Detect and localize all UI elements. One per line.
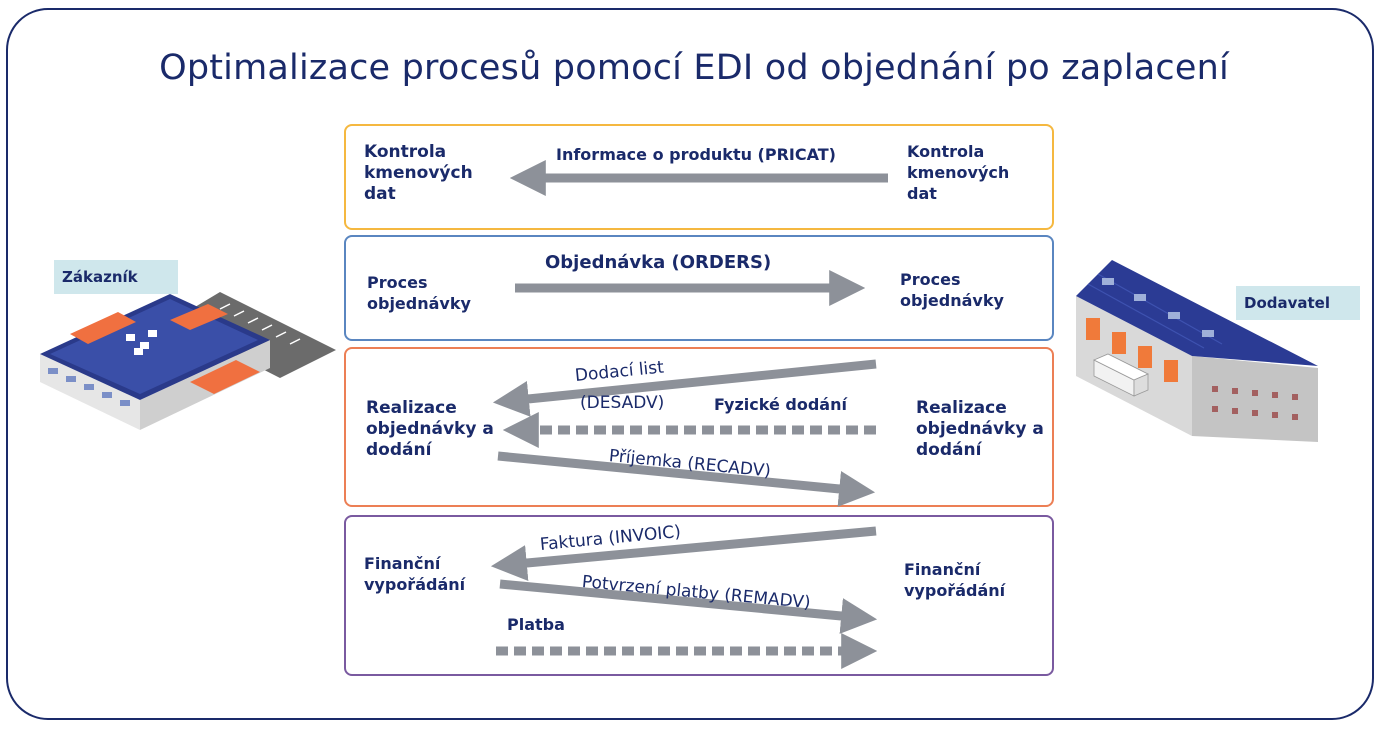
master-data-left-label: Kontrola kmenových dat bbox=[364, 142, 473, 204]
delivery-right-label: Realizace objednávky a dodání bbox=[916, 398, 1044, 460]
section-finance-box bbox=[344, 515, 1054, 676]
warehouse-building-icon bbox=[1076, 260, 1318, 442]
order-left-label: Proces objednávky bbox=[367, 273, 471, 313]
master-data-right-label: Kontrola kmenových dat bbox=[907, 142, 1010, 203]
physical-delivery-message: Fyzické dodání bbox=[714, 395, 847, 414]
invoic-arrow bbox=[490, 526, 877, 581]
page-title: Optimalizace procesů pomocí EDI od objed… bbox=[159, 48, 1229, 88]
delivery-left-label: Realizace objednávky a dodání bbox=[366, 398, 494, 460]
payment-message: Platba bbox=[507, 615, 565, 634]
order-right-label: Proces objednávky bbox=[900, 270, 1004, 310]
section-master-data-box bbox=[344, 124, 1054, 230]
desadv-code: (DESADV) bbox=[580, 393, 665, 413]
recadv-arrow bbox=[497, 451, 876, 507]
finance-left-label: Finanční vypořádání bbox=[364, 554, 466, 594]
section-delivery-box bbox=[344, 347, 1054, 507]
orders-message: Objednávka (ORDERS) bbox=[545, 252, 772, 273]
finance-right-label: Finanční vypořádání bbox=[904, 560, 1006, 600]
supplier-tag: Dodavatel bbox=[1236, 286, 1360, 320]
pricat-message: Informace o produktu (PRICAT) bbox=[556, 145, 836, 164]
warehouse-building-icon bbox=[40, 292, 336, 430]
customer-tag: Zákazník bbox=[54, 260, 178, 294]
desadv-arrow bbox=[492, 359, 877, 417]
section-order-box bbox=[344, 235, 1054, 341]
remadv-arrow bbox=[499, 579, 878, 634]
